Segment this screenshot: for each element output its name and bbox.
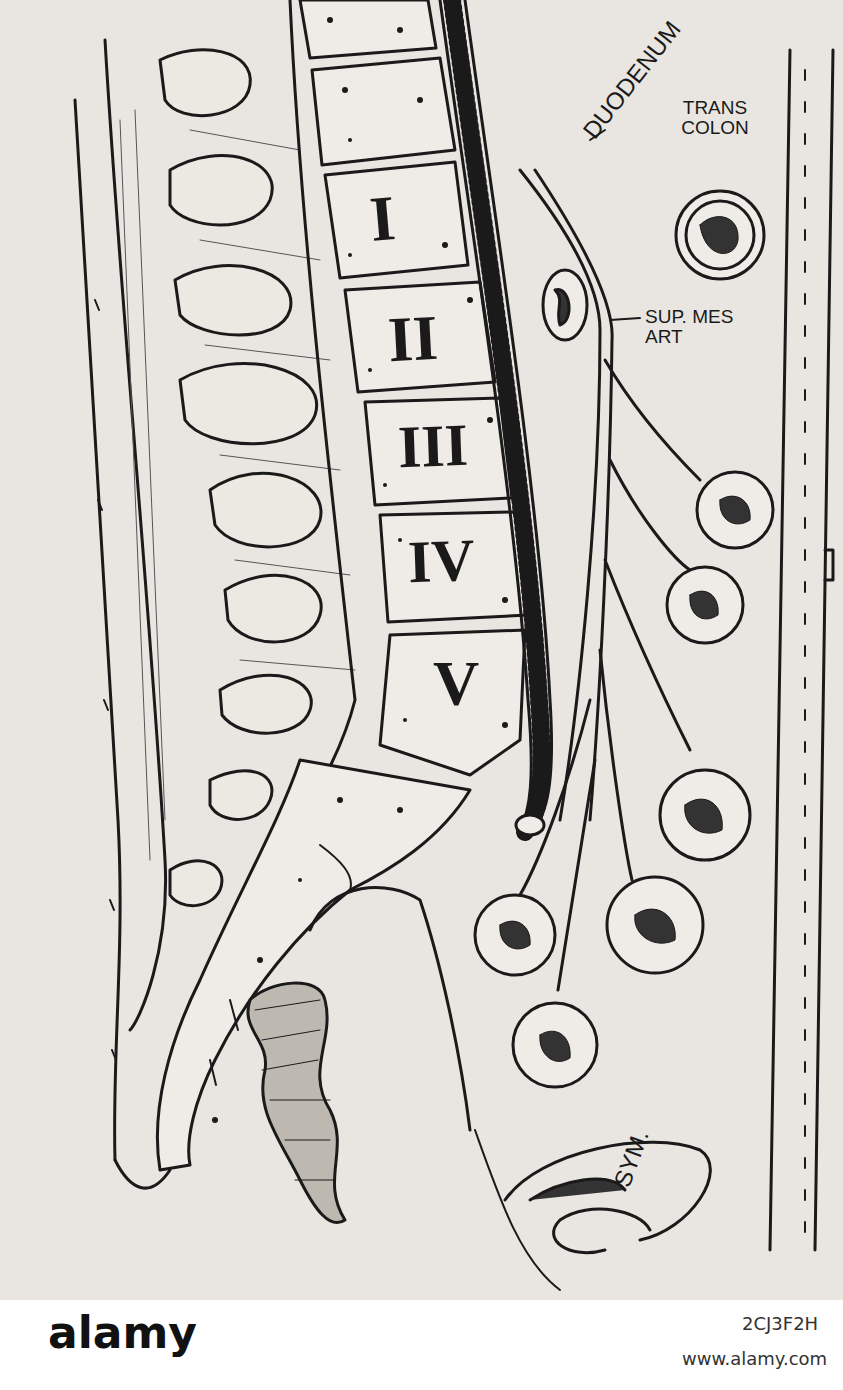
vertebra-number: V bbox=[430, 650, 482, 717]
vertebra-number: II bbox=[383, 304, 442, 374]
watermark-logo: alamy bbox=[48, 1310, 197, 1356]
vertebra-number: I bbox=[364, 184, 401, 254]
watermark-id: 2CJ3F2H bbox=[742, 1315, 818, 1334]
vertebra-number: IV bbox=[404, 529, 479, 594]
artery-label: SUP. MES ART bbox=[645, 307, 745, 347]
vertebra-number: III bbox=[394, 414, 472, 480]
watermark-url: www.alamy.com bbox=[682, 1350, 827, 1369]
organ-label: TRANS COLON bbox=[675, 98, 755, 138]
